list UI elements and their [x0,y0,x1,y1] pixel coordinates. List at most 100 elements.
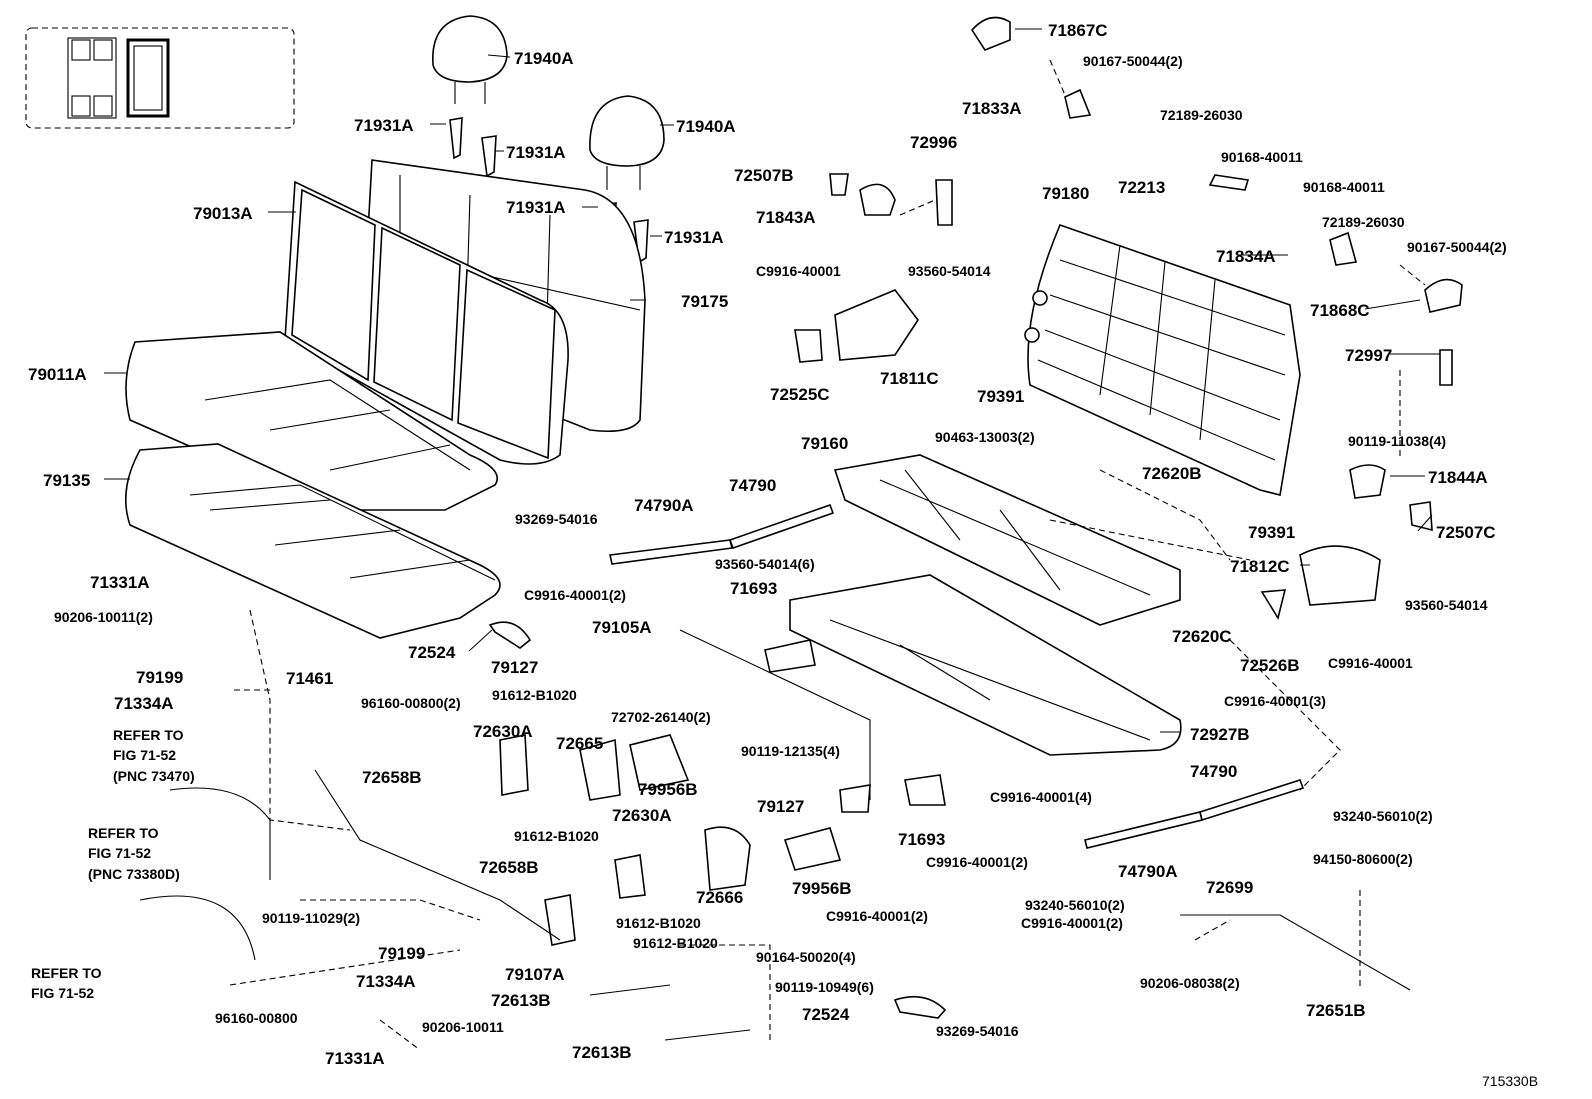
label-C9916-40001-3: C9916-40001(3) [1224,693,1326,709]
label-79391-2: 79391 [1248,523,1295,542]
label-79127-2: 79127 [757,797,804,816]
label-72507B: 72507B [734,166,794,185]
label-91612-B1020-1: 91612-B1020 [492,687,577,703]
label-72651B: 72651B [1306,1001,1366,1020]
label-72213: 72213 [1118,178,1165,197]
label-72927B: 72927B [1190,725,1250,744]
label-79391-1: 79391 [977,387,1024,406]
label-90164-50020-4: 90164-50020(4) [756,949,856,965]
label-93269-54016-1: 93269-54016 [515,511,598,527]
figure-code: 715330B [1482,1073,1538,1089]
label-79013A: 79013A [193,204,253,223]
label-72526B: 72526B [1240,656,1300,675]
label-refer-3a: REFER TO [31,965,102,981]
label-74790A-2: 74790A [1118,862,1178,881]
label-90119-10949-6: 90119-10949(6) [775,979,874,995]
label-90206-10011-2: 90206-10011(2) [54,609,153,625]
label-91612-B1020-3: 91612-B1020 [616,915,701,931]
label-72658B-1: 72658B [362,768,422,787]
label-71331A-2: 71331A [325,1049,385,1068]
label-91612-B1020-4: 91612-B1020 [633,935,718,951]
label-71693-2: 71693 [898,830,945,849]
label-71931A-3: 71931A [506,198,566,217]
label-72620C: 72620C [1172,627,1232,646]
label-79160: 79160 [801,434,848,453]
label-71868C: 71868C [1310,301,1370,320]
label-71843A: 71843A [756,208,816,227]
label-71334A-1: 71334A [114,694,174,713]
label-90119-11038-4: 90119-11038(4) [1348,433,1446,449]
label-71833A: 71833A [962,99,1022,118]
label-refer-2a: REFER TO [88,825,159,841]
label-72525C: 72525C [770,385,830,404]
label-71812C: 71812C [1230,557,1290,576]
label-C9916-40001-b: C9916-40001 [1328,655,1413,671]
leader-lines [104,28,1440,733]
label-79956B-1: 79956B [638,780,698,799]
label-79199-2: 79199 [378,944,425,963]
label-72666: 72666 [696,888,743,907]
seat-location-inset [25,27,295,129]
label-72620B: 72620B [1142,464,1202,483]
label-72507C: 72507C [1436,523,1496,542]
label-72997: 72997 [1345,346,1392,365]
label-90168-40011-b: 90168-40011 [1303,179,1385,195]
label-71834A: 71834A [1216,247,1276,266]
label-90168-40011-a: 90168-40011 [1221,149,1303,165]
part-labels: 71940A 71940A 71931A 71931A 71931A 71931… [28,21,1538,1089]
label-71867C: 71867C [1048,21,1108,40]
assembly-dashed-lines [229,59,1426,1051]
headrest-drawing [432,15,665,190]
label-90167-50044-2b: 90167-50044(2) [1407,239,1507,255]
label-71461: 71461 [286,669,333,688]
label-96160-00800-2: 96160-00800(2) [361,695,461,711]
label-71811C: 71811C [880,369,939,388]
label-79199-1: 79199 [136,668,183,687]
label-79107A: 79107A [505,965,565,984]
label-79175: 79175 [681,292,728,311]
label-72630A-2: 72630A [612,806,672,825]
label-refer-1c: (PNC 73470) [113,768,195,784]
label-90206-08038-2: 90206-08038(2) [1140,975,1240,991]
label-72702-26140-2: 72702-26140(2) [611,709,711,725]
label-71931A-1: 71931A [354,116,414,135]
label-71844A: 71844A [1428,468,1488,487]
label-71940A-2: 71940A [676,117,736,136]
label-71931A-4: 71931A [664,228,724,247]
label-90463-13003-2: 90463-13003(2) [935,429,1035,445]
label-72189-26030-a: 72189-26030 [1160,107,1243,123]
label-74790-1: 74790 [729,476,776,495]
label-72613B-2: 72613B [572,1043,632,1062]
label-71334A-2: 71334A [356,972,416,991]
label-72996: 72996 [910,133,957,152]
label-79011A: 79011A [28,365,87,384]
label-refer-3b: FIG 71-52 [31,985,94,1001]
label-90167-50044-2a: 90167-50044(2) [1083,53,1183,69]
label-C9916-40001-2d: C9916-40001(2) [1021,915,1123,931]
label-C9916-40001-4: C9916-40001(4) [990,789,1092,805]
label-71693-1: 71693 [730,579,777,598]
label-79135: 79135 [43,471,90,490]
label-90119-12135-4: 90119-12135(4) [741,743,840,759]
cushion-frame-drawing [833,454,1181,626]
label-71940A-1: 71940A [514,49,574,68]
label-72524-1: 72524 [408,643,456,662]
seatback-front-drawing [284,180,569,465]
label-72630A-1: 72630A [473,722,533,741]
label-93240-56010-2a: 93240-56010(2) [1333,808,1433,824]
label-72189-26030-b: 72189-26030 [1322,214,1405,230]
label-79180: 79180 [1042,184,1089,203]
label-refer-1b: FIG 71-52 [113,747,176,763]
label-72658B-2: 72658B [479,858,539,877]
label-72613B-1: 72613B [491,991,551,1010]
label-93560-54014-6: 93560-54014(6) [715,556,815,572]
seat-cushion-drawing [125,331,498,511]
label-93560-54014-a: 93560-54014 [908,263,991,279]
label-C9916-40001-2b: C9916-40001(2) [926,854,1028,870]
label-74790A-1: 74790A [634,496,694,515]
label-74790-2: 74790 [1190,762,1237,781]
lower-frame-drawing [789,574,1182,756]
label-90206-10011: 90206-10011 [422,1019,504,1035]
hinge-parts-drawing [794,16,1463,621]
